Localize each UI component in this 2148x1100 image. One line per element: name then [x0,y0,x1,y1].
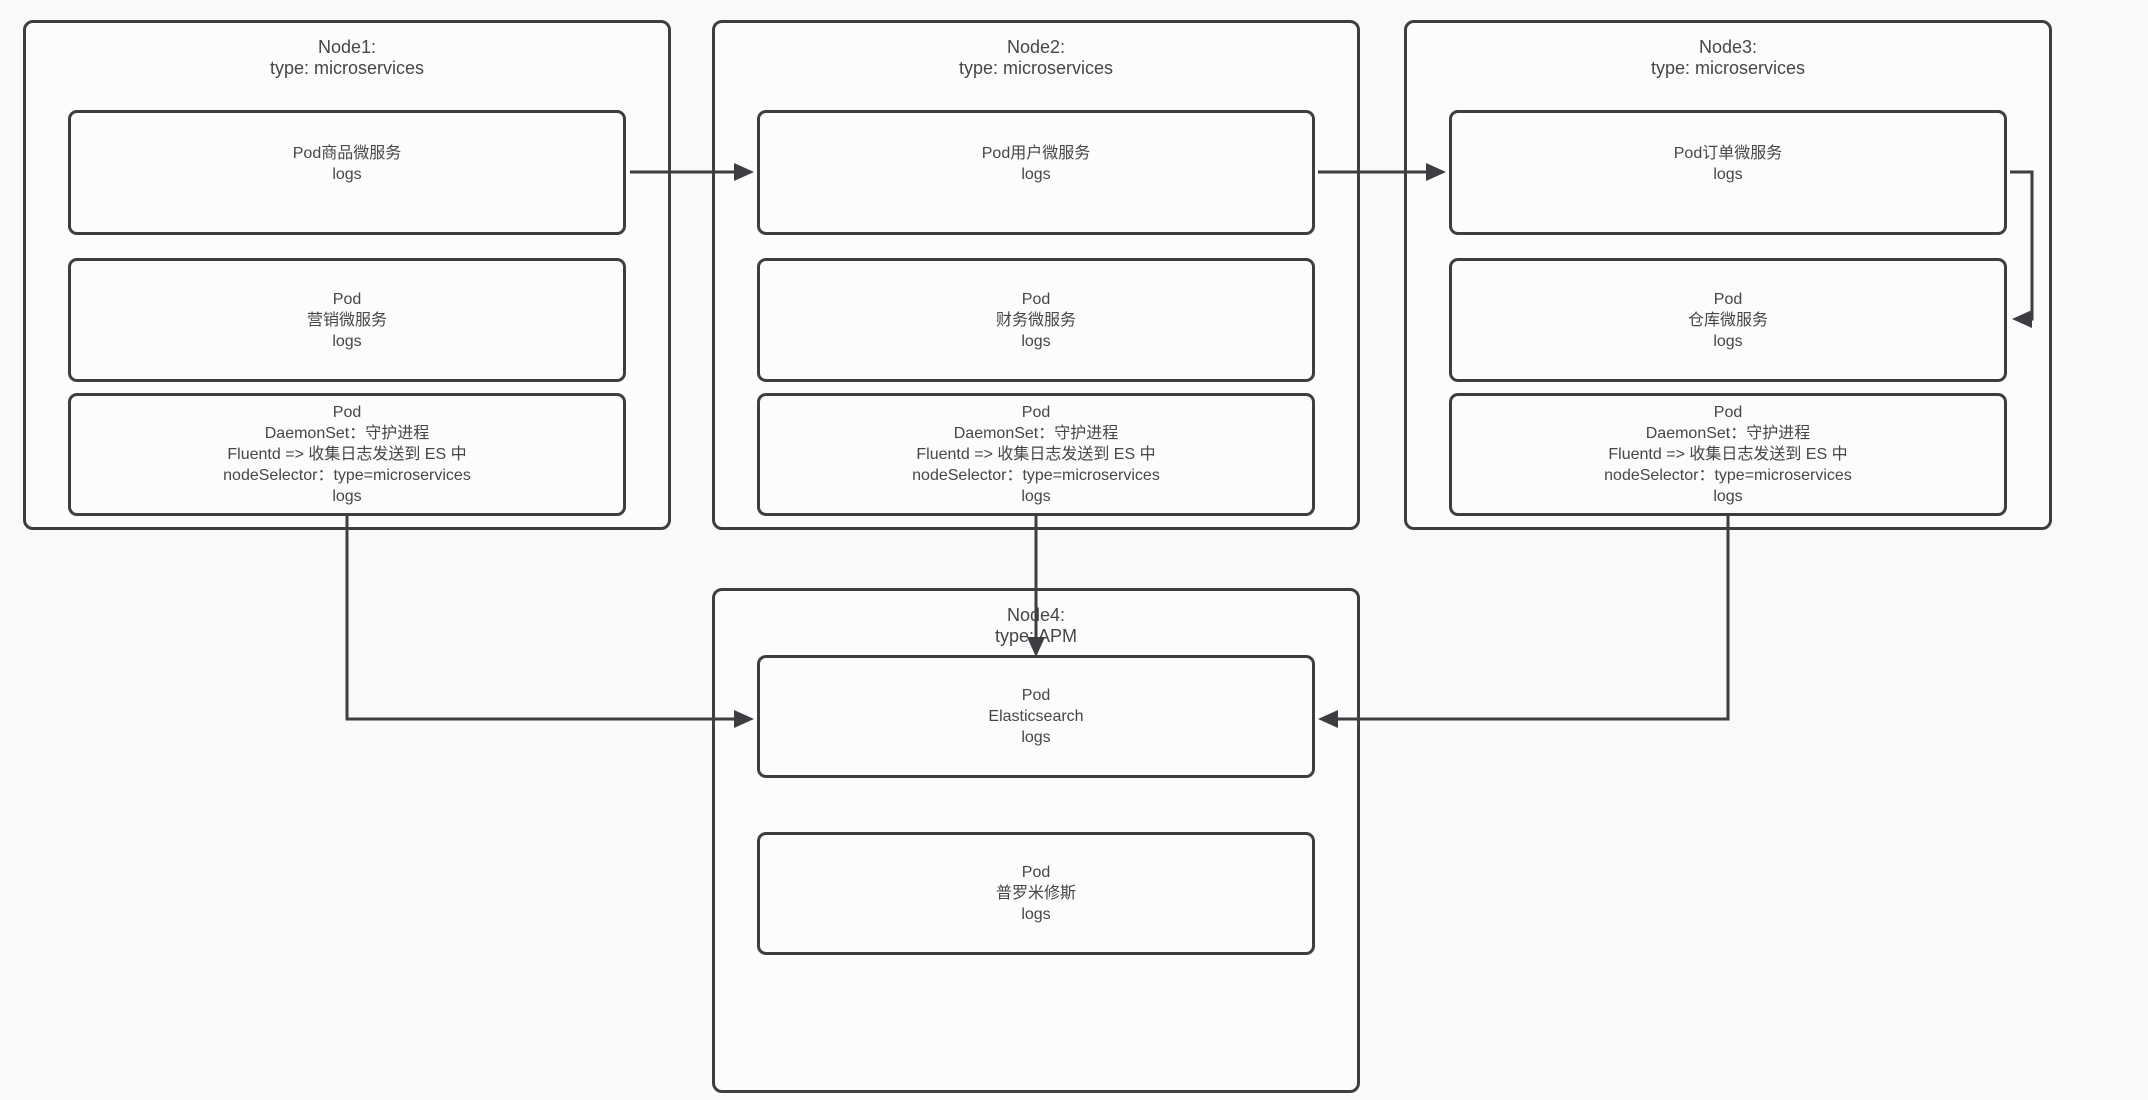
pod-text-line: Pod商品微服务 [292,144,402,162]
pod-text-line: DaemonSet：守护进程 [264,425,430,442]
node-title-line: type: microservices [1650,58,1806,78]
pod-text-line: Pod [1713,404,1743,421]
pod-daemonset-fluentd: Pod DaemonSet：守护进程 Fluentd => 收集日志发送到 ES… [68,393,626,516]
pod-product-microservice: Pod商品微服务 logs [68,110,626,235]
pod-marketing-microservice: Pod 营销微服务 logs [68,258,626,382]
pod-text-line: nodeSelector：type=microservices [223,467,471,484]
pod-text-line: logs [332,488,362,505]
pod-text-line: DaemonSet：守护进程 [953,425,1119,442]
pod-user-microservice: Pod用户微服务 logs [757,110,1315,235]
node-title-line: Node3: [1698,37,1758,57]
pod-text-line: logs [332,165,362,183]
node4-title: Node4: type: APM [715,605,1357,647]
node-title-line: type: microservices [958,58,1114,78]
pod-warehouse-microservice: Pod 仓库微服务 logs [1449,258,2007,382]
pod-text-line: Pod订单微服务 [1673,144,1783,162]
pod-text-line: logs [1021,729,1051,746]
arrow-node3-daemonset-to-elasticsearch [1318,516,1730,728]
node-title-line: Node4: [1006,605,1066,625]
node-title-line: Node1: [317,37,377,57]
arrow-node1-daemonset-to-elasticsearch [345,516,754,728]
pod-text-line: 财务微服务 [995,311,1076,329]
node2-box: Node2: type: microservices Pod用户微服务 logs… [712,20,1360,530]
pod-text-line: Pod [1021,864,1051,881]
pod-text-line: logs [1021,332,1051,350]
pod-text-line: 普罗米修斯 [995,885,1076,902]
pod-text-line: nodeSelector：type=microservices [1604,467,1852,484]
pod-text-line: logs [1021,488,1051,505]
pod-text-line: DaemonSet：守护进程 [1645,425,1811,442]
pod-text-line: Fluentd => 收集日志发送到 ES 中 [916,446,1156,463]
pod-text-line: Pod [332,290,362,308]
pod-text-line: Pod [332,404,362,421]
pod-text-line: logs [1021,906,1051,923]
pod-text-line: Pod [1021,404,1051,421]
pod-text-line: logs [1713,332,1743,350]
node-title-line: type: APM [994,626,1078,646]
pod-text-line: Pod [1021,290,1051,308]
node3-title: Node3: type: microservices [1407,37,2049,79]
node1-box: Node1: type: microservices Pod商品微服务 logs… [23,20,671,530]
pod-text-line: Pod [1021,687,1051,704]
pod-text-line: Pod用户微服务 [981,144,1091,162]
pod-text-line: Elasticsearch [988,708,1084,725]
pod-text-line: Pod [1713,290,1743,308]
pod-daemonset-fluentd: Pod DaemonSet：守护进程 Fluentd => 收集日志发送到 ES… [757,393,1315,516]
pod-text-line: Fluentd => 收集日志发送到 ES 中 [227,446,467,463]
pod-text-line: nodeSelector：type=microservices [912,467,1160,484]
pod-daemonset-fluentd: Pod DaemonSet：守护进程 Fluentd => 收集日志发送到 ES… [1449,393,2007,516]
pod-prometheus: Pod 普罗米修斯 logs [757,832,1315,955]
node-title-line: Node2: [1006,37,1066,57]
pod-text-line: logs [1713,488,1743,505]
node4-box: Node4: type: APM Pod Elasticsearch logs … [712,588,1360,1093]
node-title-line: type: microservices [269,58,425,78]
node2-title: Node2: type: microservices [715,37,1357,79]
pod-text-line: logs [332,332,362,350]
pod-finance-microservice: Pod 财务微服务 logs [757,258,1315,382]
pod-order-microservice: Pod订单微服务 logs [1449,110,2007,235]
pod-text-line: logs [1021,165,1051,183]
pod-text-line: 仓库微服务 [1687,311,1768,329]
node1-title: Node1: type: microservices [26,37,668,79]
pod-text-line: logs [1713,165,1743,183]
pod-text-line: Fluentd => 收集日志发送到 ES 中 [1608,446,1848,463]
pod-text-line: 营销微服务 [306,311,387,329]
node3-box: Node3: type: microservices Pod订单微服务 logs… [1404,20,2052,530]
pod-elasticsearch: Pod Elasticsearch logs [757,655,1315,778]
